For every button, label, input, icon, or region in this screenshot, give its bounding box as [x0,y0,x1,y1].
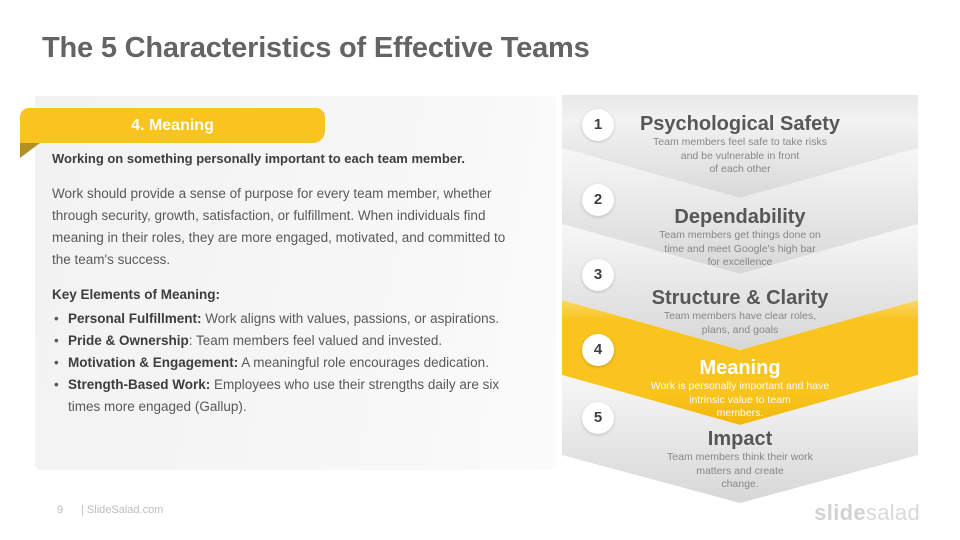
detail-tab: 4. Meaning [20,108,325,143]
step-desc-line: matters and create [696,464,784,477]
steps-panel: 1 2 3 4 5 Psychological Safety Team memb… [562,95,918,503]
step-number-badge: 5 [582,402,614,434]
bullet-text: Employees who use their strengths daily … [68,377,500,414]
step-meaning: Meaning Work is personally important and… [562,356,918,421]
step-desc-line: members. [716,407,764,419]
step-desc-line: for excellence [707,256,773,268]
step-number-badge: 2 [582,184,614,216]
logo-light-part: salad [865,500,920,525]
bullet-text: : Team members feel valued and invested. [188,333,443,348]
step-number: 5 [593,409,603,426]
chevron-band-2 [562,148,918,274]
step-number: 1 [593,116,603,133]
step-desc-line: change. [721,478,759,490]
detail-panel: 4. Meaning Working on something personal… [20,96,556,470]
step-title: Psychological Safety [639,113,841,135]
lead-text: Working on something personally importan… [52,151,465,166]
step-impact: Impact Team members think their work mat… [562,427,918,492]
step-title: Impact [707,428,773,450]
tab-fold-triangle [20,143,40,158]
bullet-item: Motivation & Engagement: A meaningful ro… [52,352,504,374]
step-desc-line: Team members get things done on [659,229,821,241]
bullet-text: Work aligns with values, passions, or as… [201,311,500,326]
step-psychological-safety: Psychological Safety Team members feel s… [562,112,918,177]
step-number: 4 [593,341,603,358]
step-number: 2 [593,191,603,208]
step-desc-line: Work is personally important and have [650,380,830,392]
step-number-badge: 1 [582,109,614,141]
step-structure-clarity: Structure & Clarity Team members have cl… [562,286,918,337]
page-title: The 5 Characteristics of Effective Teams [42,32,590,64]
step-title: Dependability [674,206,806,228]
bullet-item: Strength-Based Work: Employees who use t… [52,374,504,418]
key-elements-heading: Key Elements of Meaning: [52,287,221,302]
step-desc-line: time and meet Google's high bar [664,242,816,255]
chevron-band-1 [562,95,918,198]
chevron-band-5 [562,375,918,503]
footer-brand: | SlideSalad.com [81,504,164,516]
bullet-label: Personal Fulfillment: [68,311,202,326]
page-number: 9 [57,504,64,516]
step-title: Meaning [699,357,781,379]
body-paragraph: Work should provide a sense of purpose f… [52,186,506,267]
step-desc-line: plans, and goals [701,323,779,336]
bullet-label: Pride & Ownership [68,333,189,348]
tab-label: 4. Meaning [131,117,214,134]
chevron-band-4-highlight [562,300,918,425]
step-number: 3 [593,266,603,283]
bullet-item: Pride & Ownership: Team members feel val… [52,330,504,352]
step-desc-line: Team members think their work [667,451,813,463]
bullet-label: Motivation & Engagement: [68,355,239,370]
bullet-item: Personal Fulfillment: Work aligns with v… [52,308,504,330]
step-desc-line: and be vulnerable in front [680,149,800,162]
chevron-graphic [562,95,918,503]
logo-bold-part: slide [814,500,866,525]
step-desc-line: intrinsic value to team [689,393,791,406]
step-desc-line: Team members have clear roles, [663,310,817,322]
bullet-text: A meaningful role encourages dedication. [238,355,489,370]
bullet-label: Strength-Based Work: [68,377,211,392]
step-number-badge: 4 [582,334,614,366]
step-title: Structure & Clarity [651,287,829,309]
step-desc-line: Team members feel safe to take risks [653,136,827,148]
step-desc-line: of each other [709,163,771,175]
bullet-list: Personal Fulfillment: Work aligns with v… [52,308,504,418]
step-dependability: Dependability Team members get things do… [562,205,918,270]
brand-logo: slidesalad [814,500,920,526]
chevron-band-3 [562,224,918,350]
step-number-badge: 3 [582,259,614,291]
